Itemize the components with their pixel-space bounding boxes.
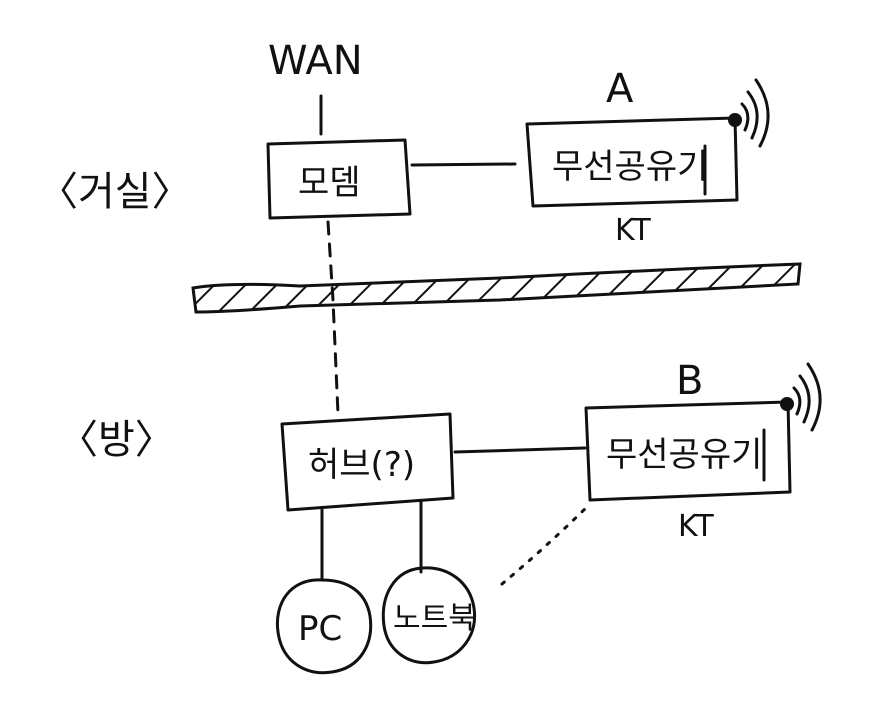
- pc-circle: [275, 578, 373, 675]
- router-a-isp: KT: [615, 213, 651, 248]
- pc-node: PC: [275, 578, 373, 675]
- modem-box: [266, 138, 412, 220]
- modem-node: 모뎀: [266, 138, 412, 220]
- router-a-label: 무선공유기: [552, 147, 708, 187]
- router-a-tag: A: [606, 66, 634, 112]
- pc-label: PC: [298, 609, 342, 649]
- laptop-circle: [381, 566, 477, 665]
- wifi-signal-icon: [780, 362, 822, 432]
- modem-router-a-link: [410, 162, 517, 167]
- router-b-box: [584, 400, 792, 502]
- modem-label: 모뎀: [298, 163, 361, 203]
- hub-node: 허브(?): [280, 412, 455, 512]
- bedroom-label: 〈방〉: [58, 417, 175, 463]
- hub-box: [280, 412, 455, 512]
- wifi-signal-icon: [728, 78, 770, 148]
- wall-divider: [191, 262, 802, 314]
- laptop-label: 노트북: [393, 601, 476, 636]
- living-room-label: 〈거실〉: [38, 169, 192, 215]
- laptop-router-b-wireless-link: [500, 504, 590, 586]
- wan-label: WAN: [268, 38, 363, 84]
- router-a-node: A 무선공유기 KT: [525, 66, 770, 248]
- router-b-tag: B: [676, 358, 703, 404]
- router-b-label: 무선공유기: [606, 435, 762, 475]
- hub-label: 허브(?): [308, 445, 415, 485]
- router-b-node: B 무선공유기 KT: [584, 358, 822, 544]
- modem-hub-link: [326, 220, 340, 416]
- router-b-isp: KT: [678, 509, 714, 544]
- hub-router-b-link: [453, 446, 587, 454]
- router-a-box: [525, 116, 739, 208]
- laptop-node: 노트북: [381, 566, 477, 665]
